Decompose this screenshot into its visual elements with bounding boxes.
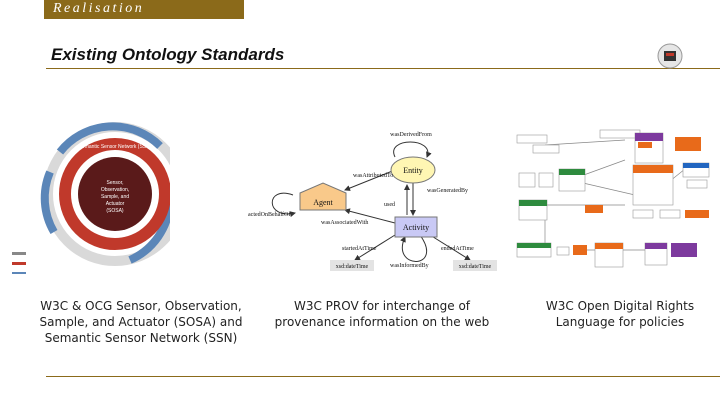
section-label: Realisation [53,1,145,16]
ring-segment-top [56,122,163,155]
edge-label-ended: endedAtTime [441,246,474,252]
slide-title: Existing Ontology Standards [51,45,285,64]
prov-diagram: Entity Agent Activity xsd:dateTime xsd:d… [248,132,497,271]
ring-segment-left [40,170,58,235]
edge-label-used: used [384,202,395,208]
odrl-box [671,243,697,257]
odrl-box [685,210,709,218]
section-header-bar: Realisation [44,0,244,19]
sosa-core-line-2: Observation, [101,187,129,193]
entity-node [390,156,436,184]
odrl-box-header [595,243,623,249]
datatype-right-label: xsd:dateTime [459,264,492,270]
odrl-box-header [517,243,551,248]
odrl-box [686,179,708,189]
legend [12,252,26,274]
caption-line: W3C & OCG Sensor, Observation, [40,299,242,313]
caption-line: provenance information on the web [274,315,490,329]
activity-node [394,216,438,238]
caption-line: Sample, and Actuator (SOSA) and [39,315,243,329]
ssn-ring-label: Semantic Sensor Network (SSN) [79,144,152,150]
edge-label-associated: wasAssociatedWith [321,220,368,226]
agent-node [299,182,347,211]
title-divider [46,68,720,69]
sosa-ssn-diagram: Sensor, Observation, Sample, and Actuato… [12,122,170,274]
odrl-box [518,172,536,188]
footer-divider [46,376,720,377]
prov-caption: W3C PROV for interchange of provenance i… [264,298,500,330]
datatype-left [330,260,374,271]
caption-line: Semantic Sensor Network (SSN) [44,331,238,345]
edge-label-derived: wasDerivedFrom [390,132,432,138]
edge-label-attributed: wasAttributedTo [353,173,393,179]
caption-line: W3C Open Digital Rights [545,299,695,313]
odrl-box [556,246,570,256]
edge-label-started: startedAtTime [342,246,377,252]
odrl-box-header [645,243,667,249]
odrl-box [585,205,603,213]
datatype-left-label: xsd:dateTime [336,264,369,270]
odrl-box-header [635,133,663,141]
edge-label-generated: wasGeneratedBy [427,188,468,194]
odrl-box-header [559,169,585,175]
odrl-box-header [519,200,547,206]
odrl-box [632,209,654,219]
odrl-box [675,137,701,151]
activity-node-label: Activity [403,223,429,232]
odrl-diagram [516,129,710,268]
institution-logo-icon [657,43,683,69]
odrl-box-header [633,165,673,173]
edge-label-behalf: actedOnBehalfOf [248,211,290,218]
entity-node-label: Entity [403,166,423,175]
odrl-box [532,144,560,154]
odrl-box [659,209,681,219]
sosa-core-line-1: Sensor, [107,180,124,186]
odrl-box [573,245,587,255]
odrl-box [599,129,641,139]
caption-line: Language for policies [555,315,685,329]
odrl-box [516,134,548,144]
datatype-right [453,260,497,271]
odrl-caption: W3C Open Digital Rights Language for pol… [520,298,720,330]
odrl-box [638,142,652,148]
sosa-caption: W3C & OCG Sensor, Observation, Sample, a… [26,298,256,346]
sosa-core-line-5: (SOSA) [106,208,124,214]
sosa-core-line-4: Actuator [106,201,125,207]
edge-label-informed: wasInformedBy [390,262,429,269]
agent-node-label: Agent [313,198,333,207]
ring-segment-right [128,201,170,264]
odrl-box-header [683,163,709,168]
sosa-core-line-3: Sample, and [101,194,129,200]
caption-line: W3C PROV for interchange of [293,299,471,313]
odrl-box [538,172,554,188]
